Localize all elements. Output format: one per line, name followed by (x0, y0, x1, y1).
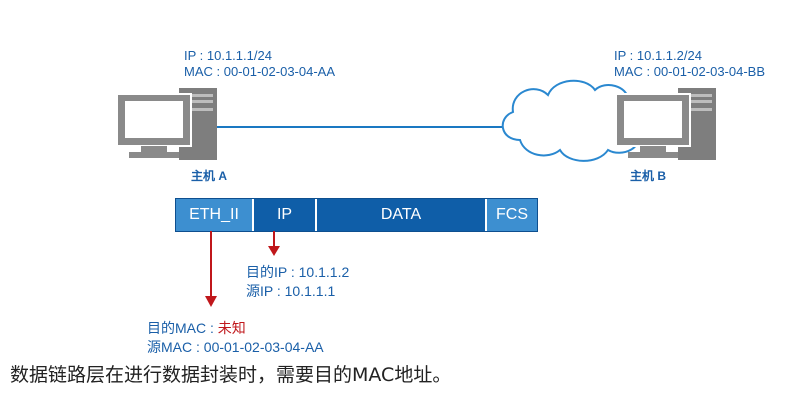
host-a-mac: MAC : 00-01-02-03-04-AA (184, 64, 336, 79)
dst-mac-label: 目的MAC : (147, 320, 218, 336)
ethernet-frame: ETH_II IP DATA FCS (175, 198, 538, 232)
src-mac: 源MAC : 00-01-02-03-04-AA (147, 339, 324, 355)
eth-arrow (205, 231, 217, 307)
host-b-mac: MAC : 00-01-02-03-04-BB (614, 64, 766, 79)
dst-mac: 目的MAC : 未知 (147, 319, 246, 337)
host-a-ip: IP : 10.1.1.1/24 (184, 48, 272, 63)
host-a-name: 主机 A (191, 169, 228, 183)
dst-mac-value: 未知 (217, 320, 246, 336)
frame-fcs: FCS (485, 199, 537, 231)
host-b-ip: IP : 10.1.1.2/24 (614, 48, 702, 63)
computer-b-icon (616, 88, 716, 160)
dst-ip: 目的IP : 10.1.1.2 (246, 264, 350, 280)
frame-data: DATA (315, 199, 485, 231)
frame-ip-header: IP (252, 199, 315, 231)
host-b-name: 主机 B (630, 169, 667, 183)
ip-arrow (268, 231, 280, 256)
frame-eth-header: ETH_II (176, 199, 252, 231)
computer-a-icon (117, 88, 217, 160)
caption: 数据链路层在进行数据封装时，需要目的MAC地址。 (10, 364, 452, 386)
src-ip: 源IP : 10.1.1.1 (246, 283, 336, 299)
